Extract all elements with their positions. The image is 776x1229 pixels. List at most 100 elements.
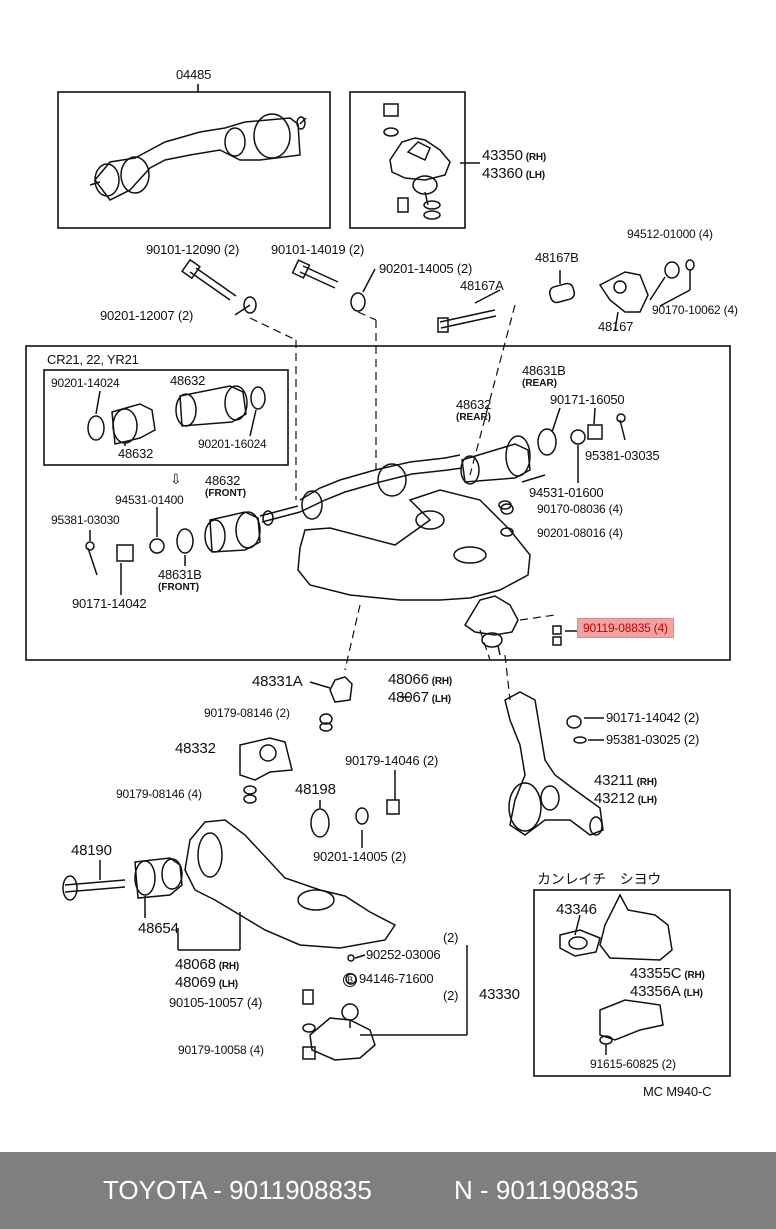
lower-ball-joint-label: 43330	[479, 986, 520, 1003]
variant-bracket-label: 43355C(RH) 43356A(LH)	[630, 966, 705, 1002]
front-tag-2: (FRONT)	[158, 582, 200, 593]
nut-90179-14046-label: 90179-14046 (2)	[345, 753, 439, 768]
nut-90179-08146-a-label: 90179-08146 (2)	[204, 706, 290, 720]
variant-title: カンレイチ シヨウ	[537, 872, 662, 888]
upper-ball-joint-label: 43350(RH) 43360(LH)	[482, 148, 546, 184]
highlighted-part-90119-08835[interactable]: 90119-08835 (4)	[577, 618, 674, 638]
rear-bush-48632-label: 48632	[456, 397, 492, 412]
front-bush-48631b-label: 48631B	[158, 567, 202, 582]
washer-90201-14005-b-label: 90201-14005 (2)	[313, 849, 407, 864]
rear-tag: (REAR)	[522, 378, 557, 389]
upper-arm-bolts-drawing	[181, 258, 695, 333]
qty-2-left: (2)	[443, 988, 459, 1003]
part-48167a-label: 48167A	[460, 278, 504, 293]
lower-arm-rh: 48068	[175, 956, 216, 973]
knuckle-lh: 43212	[594, 790, 635, 807]
nut-90171-16050-label: 90171-16050	[550, 392, 625, 407]
svg-text:⇩: ⇩	[170, 471, 182, 487]
bolt-90170-10062-label: 90170-10062 (4)	[652, 303, 738, 317]
inset-washer-90201-14024-label: 90201-14024	[51, 376, 120, 390]
lower-arm-drawing	[62, 819, 397, 951]
knuckle-drawing	[504, 691, 604, 836]
cushion-48198-label: 48198	[295, 781, 336, 798]
qty-2-top: (2)	[443, 930, 459, 945]
bracket-48332-label: 48332	[175, 740, 216, 757]
upper-control-arm-drawing	[259, 454, 531, 601]
upper-ball-joint-lh: 43360	[482, 165, 523, 182]
footer-toyota-part-number: TOYOTA - 9011908835	[103, 1175, 372, 1205]
upper-arm-ball-joint-drawing	[463, 595, 578, 656]
lh-suffix: (LH)	[683, 988, 703, 999]
washer-90201-14005-label: 90201-14005 (2)	[379, 261, 473, 276]
inset-bush-48632-label: 48632	[118, 446, 154, 461]
front-tag: (FRONT)	[205, 488, 247, 499]
lower-arm-label: 48068(RH) 48069(LH)	[175, 957, 239, 993]
highlighted-part-label[interactable]: 90119-08835 (4)	[577, 618, 674, 638]
part-04485-label: 04485	[176, 67, 212, 82]
exploded-view-drawing: ⇩	[25, 84, 731, 1077]
upper-arm-label: 48066(RH) 48067(LH)	[388, 672, 452, 708]
upper-arm-lh: 48067	[388, 689, 429, 706]
variant-drawing	[559, 893, 673, 1055]
stopper-48331a-label: 48331A	[252, 673, 303, 690]
bolt-90170-08036-label: 90170-08036 (4)	[537, 502, 623, 516]
rear-bush-drawing	[460, 407, 626, 537]
stabilizer-link-drawing	[89, 113, 307, 201]
lower-arm-lh: 48069	[175, 974, 216, 991]
inset-title: CR21, 22, YR21	[47, 352, 139, 367]
lh-suffix: (LH)	[525, 170, 545, 181]
rh-suffix: (RH)	[525, 152, 547, 163]
part-number-footer: TOYOTA - 9011908835 N - 9011908835	[0, 1152, 776, 1229]
washer-94531-01400-label: 94531-01400	[115, 493, 184, 507]
nut-94512-01000-label: 94512-01000 (4)	[627, 227, 713, 241]
rh-suffix: (RH)	[218, 961, 240, 972]
variant-part-43346-label: 43346	[556, 901, 597, 918]
bolt-90105-10057-label: 90105-10057 (4)	[169, 995, 263, 1010]
lh-suffix: (LH)	[637, 795, 657, 806]
circle-b-icon: B	[343, 973, 357, 987]
washer-90201-08016-label: 90201-08016 (4)	[537, 526, 623, 540]
pin-95381-03025-label: 95381-03025 (2)	[606, 732, 700, 747]
nut-90171-14042-label: 90171-14042	[72, 596, 147, 611]
pin-95381-03035-label: 95381-03035	[585, 448, 660, 463]
upper-arm-rh: 48066	[388, 671, 429, 688]
washer-90201-12007-label: 90201-12007 (2)	[100, 308, 194, 323]
fitting-90252-03006-label: 90252-03006	[366, 947, 441, 962]
parts-diagram: ⇩	[25, 67, 738, 1099]
bolt-48190-label: 48190	[71, 842, 112, 859]
rear-bush-48631b-label: 48631B	[522, 363, 566, 378]
upper-ball-joint-drawing	[383, 103, 451, 220]
bolt-90101-12090-label: 90101-12090 (2)	[146, 242, 240, 257]
inset-washer-90201-16024-label: 90201-16024	[198, 437, 267, 451]
upper-ball-joint-rh: 43350	[482, 147, 523, 164]
part-48167-label: 48167	[598, 319, 634, 334]
nut-90179-10058-label: 90179-10058 (4)	[178, 1043, 264, 1057]
bolt-90101-14019-label: 90101-14019 (2)	[271, 242, 365, 257]
bush-48654-label: 48654	[138, 920, 179, 937]
variant-bracket-rh: 43355C	[630, 965, 682, 982]
footer-alt-part-number: N - 9011908835	[454, 1175, 639, 1205]
inset-bush-drawing	[87, 385, 266, 446]
lh-suffix: (LH)	[431, 694, 451, 705]
rh-suffix: (RH)	[684, 970, 705, 981]
front-bush-drawing	[85, 507, 261, 595]
cr21-inset-box	[43, 369, 289, 466]
pin-94146-71600-text: 94146-71600	[359, 971, 434, 986]
guide-lines	[249, 304, 556, 701]
upper-ball-joint-box	[349, 91, 466, 229]
part-48167b-label: 48167B	[535, 250, 579, 265]
washer-94531-01600-label: 94531-01600	[529, 485, 604, 500]
variant-box	[533, 889, 731, 1077]
lh-suffix: (LH)	[218, 979, 238, 990]
nut-90179-08146-b-label: 90179-08146 (4)	[116, 787, 202, 801]
nut-90171-14042-b-label: 90171-14042 (2)	[606, 710, 700, 725]
rh-suffix: (RH)	[431, 676, 453, 687]
pin-95381-03030-label: 95381-03030	[51, 513, 120, 527]
variant-bolt-91615-60825-label: 91615-60825 (2)	[590, 1057, 676, 1071]
knuckle-rh: 43211	[594, 772, 634, 789]
variant-bracket-lh: 43356A	[630, 983, 681, 1000]
lower-parts-drawing	[239, 676, 604, 848]
upper-arm-assembly-box	[25, 345, 731, 661]
catalog-code: MC M940-C	[643, 1084, 712, 1099]
